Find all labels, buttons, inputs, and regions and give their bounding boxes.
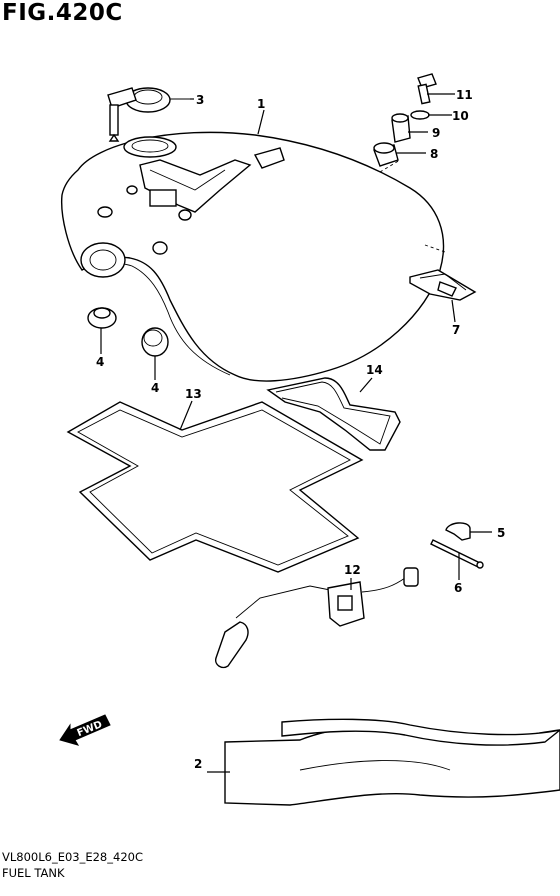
callout-9: 9 xyxy=(432,126,440,140)
callout-12: 12 xyxy=(344,563,361,577)
callout-7: 7 xyxy=(452,323,460,337)
bolt-stack-drawing xyxy=(373,73,437,167)
callout-13: 13 xyxy=(185,387,202,401)
figure-code: VL800L6_E03_E28_420C xyxy=(2,850,143,864)
callout-4b: 4 xyxy=(151,381,159,395)
callout-labels: 1 2 3 4 4 5 6 7 8 9 10 11 12 13 14 xyxy=(96,88,505,771)
gasket-drawing xyxy=(66,401,364,573)
figure-name: FUEL TANK xyxy=(2,866,65,880)
fwd-arrow-icon: FWD xyxy=(59,714,111,746)
callout-14: 14 xyxy=(366,363,383,377)
callout-4a: 4 xyxy=(96,355,104,369)
leader-lines xyxy=(100,93,492,773)
rear-cushion-drawing xyxy=(409,269,477,301)
callout-11: 11 xyxy=(456,88,473,102)
seal-drawing xyxy=(266,377,401,451)
cushion-drawing xyxy=(87,307,169,357)
callout-1: 1 xyxy=(257,97,265,111)
callout-3: 3 xyxy=(196,93,204,107)
fuel-cap-drawing xyxy=(107,87,190,142)
figure-title: FIG.420C xyxy=(2,0,123,26)
clamp-drawing xyxy=(430,522,484,569)
callout-6: 6 xyxy=(454,581,462,595)
callout-5: 5 xyxy=(497,526,505,540)
fuel-gauge-drawing xyxy=(215,567,419,669)
tank-trim-drawing xyxy=(224,718,560,806)
callout-8: 8 xyxy=(430,147,438,161)
callout-2: 2 xyxy=(194,757,202,771)
fuel-tank-drawing xyxy=(60,131,446,382)
callout-10: 10 xyxy=(452,109,469,123)
